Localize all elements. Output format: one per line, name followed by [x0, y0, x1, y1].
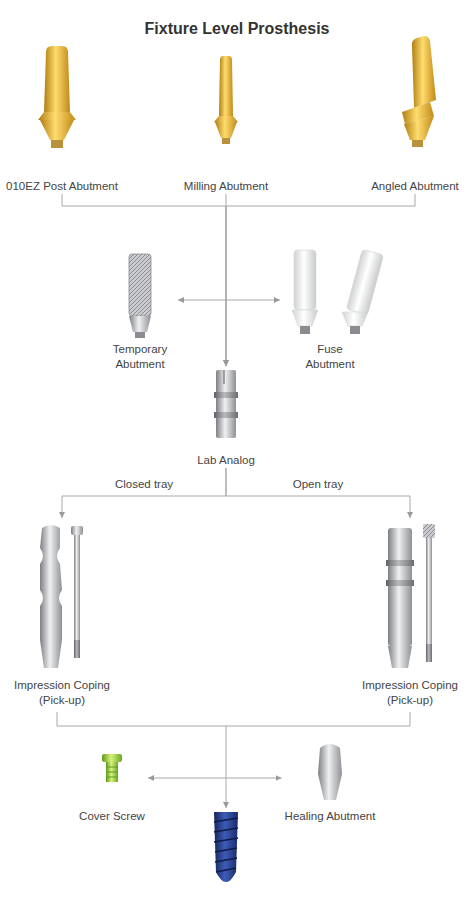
angled-abutment-figure	[412, 140, 423, 147]
connector-label: Open tray	[291, 478, 346, 492]
diagram-title: Fixture Level Prosthesis	[0, 20, 474, 38]
fuse-abutment-figure	[342, 312, 368, 326]
lab-analog-figure	[214, 370, 238, 438]
closed-tray-coping-figure	[40, 525, 83, 668]
component-label: Impression Coping (Pick-up)	[356, 678, 464, 708]
angled-abutment-figure	[404, 116, 434, 140]
fuse-abutment-figure	[346, 249, 383, 315]
open-tray-coping-figure	[386, 524, 435, 668]
angled-abutment-figure	[402, 36, 436, 147]
milling-abutment-figure	[219, 56, 233, 116]
fuse-abutment-figure	[300, 326, 310, 334]
component-label: Lab Analog	[197, 453, 255, 468]
component-node: Healing Abutment	[282, 740, 379, 824]
open-tray-coping-figure	[388, 646, 412, 668]
bracket-line	[57, 712, 410, 808]
lab-analog-figure	[214, 392, 238, 398]
angled-abutment-figure	[412, 36, 436, 108]
milling-abutment-figure	[222, 138, 230, 144]
component-node: Angled Abutment	[368, 34, 462, 194]
fuse-abutment-figure	[294, 250, 316, 310]
connector	[178, 300, 280, 301]
connector-label: Closed tray	[113, 478, 175, 492]
fixture-figure	[214, 812, 238, 882]
component-node: Impression Coping (Pick-up)	[353, 518, 467, 708]
component-node: Impression Coping (Pick-up)	[5, 518, 119, 708]
cover-screw-figure	[106, 762, 118, 782]
closed-tray-coping-figure	[74, 640, 80, 658]
open-tray-coping-figure	[426, 538, 432, 662]
fuse-abutment-figure	[350, 326, 360, 334]
component-node: 010EZ Post Abutment	[3, 38, 121, 194]
fuse-abutment-figure	[292, 249, 384, 334]
open-tray-coping-figure	[423, 524, 435, 538]
lab-analog-figure	[216, 370, 236, 438]
fixture-figure	[214, 818, 238, 872]
open-tray-coping-figure	[386, 580, 414, 586]
component-node: Temporary Abutment	[102, 250, 178, 372]
connector	[148, 778, 282, 779]
open-tray-coping-figure	[426, 644, 432, 662]
milling-abutment-figure	[214, 116, 238, 122]
lab-analog-figure	[214, 412, 238, 418]
temporary-abutment-figure	[129, 254, 151, 316]
open-tray-coping-figure	[388, 528, 412, 646]
closed-tray-coping-figure	[71, 526, 83, 535]
closed-tray-coping-figure	[74, 535, 80, 657]
post-abutment-figure	[40, 120, 74, 140]
fixture-figure	[214, 812, 238, 882]
component-label: 010EZ Post Abutment	[6, 179, 118, 194]
component-label: Temporary Abutment	[105, 342, 175, 372]
cover-screw-figure	[102, 754, 122, 762]
temporary-abutment-figure	[129, 254, 151, 316]
connector	[62, 194, 226, 366]
healing-abutment-figure	[318, 744, 342, 800]
post-abutment-figure	[38, 112, 76, 120]
fuse-abutment-figure	[346, 249, 383, 315]
component-label: Impression Coping (Pick-up)	[8, 678, 116, 708]
component-label: Healing Abutment	[285, 809, 376, 824]
component-label: Cover Screw	[79, 809, 145, 824]
component-node: Lab Analog	[194, 366, 258, 468]
temporary-abutment-figure	[135, 332, 145, 338]
post-abutment-figure	[44, 46, 70, 112]
closed-tray-coping-figure	[40, 525, 62, 668]
cover-screw-figure	[106, 767, 118, 777]
temporary-abutment-figure	[129, 316, 151, 332]
fuse-abutment-figure	[292, 310, 318, 326]
temporary-abutment-figure	[129, 254, 151, 338]
milling-abutment-figure	[215, 122, 237, 138]
bracket-line	[57, 712, 410, 726]
cover-screw-figure	[102, 754, 122, 782]
post-abutment-figure	[38, 46, 76, 148]
connector	[226, 194, 415, 366]
open-tray-coping-figure	[386, 560, 414, 566]
connector	[62, 468, 226, 518]
healing-abutment-figure	[318, 744, 342, 800]
bracket-line	[226, 726, 227, 808]
component-node: Milling Abutment	[181, 50, 272, 194]
component-label: Angled Abutment	[371, 179, 459, 194]
lab-analog-figure	[223, 370, 224, 384]
component-node: Cover Screw	[76, 748, 148, 824]
post-abutment-figure	[51, 140, 63, 148]
component-label: Fuse Abutment	[295, 342, 365, 372]
component-node: Fuse Abutment	[280, 244, 380, 372]
component-label: Milling Abutment	[184, 179, 268, 194]
milling-abutment-figure	[214, 56, 238, 144]
connector	[226, 468, 410, 518]
